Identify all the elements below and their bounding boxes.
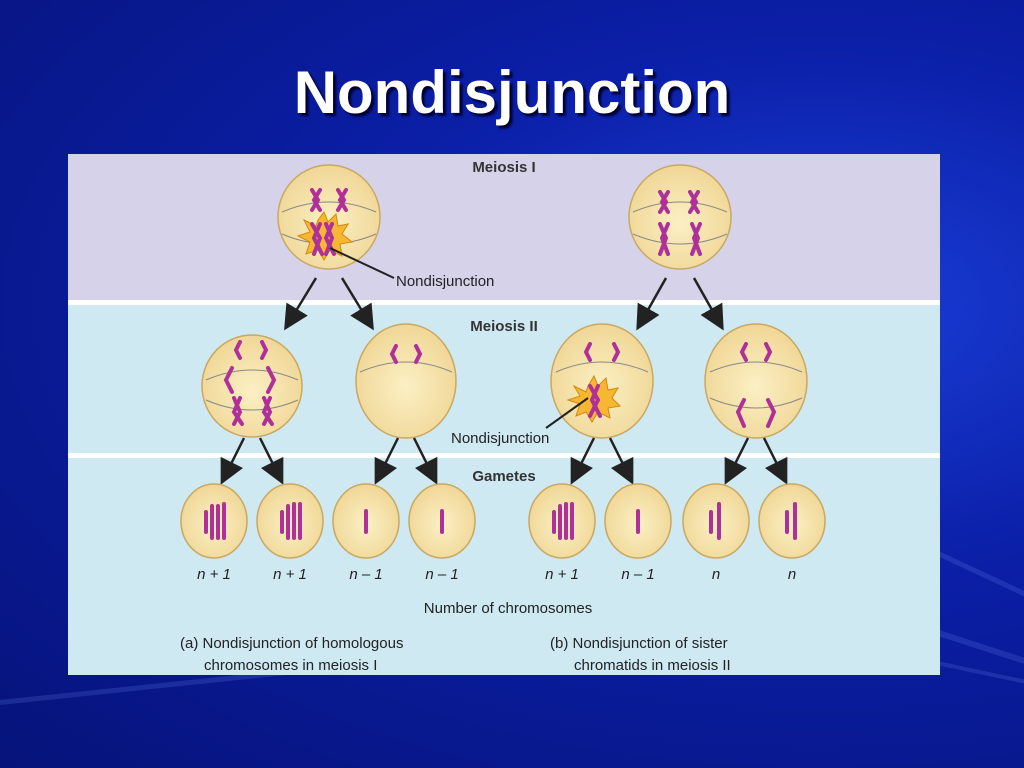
gamete-count-label: n + 1 bbox=[273, 566, 307, 583]
callout-nondisjunction-a: Nondisjunction bbox=[396, 273, 494, 290]
gamete-4 bbox=[408, 483, 476, 559]
gamete-6 bbox=[604, 483, 672, 559]
band-divider bbox=[68, 453, 940, 458]
caption-a-line2: chromosomes in meiosis I bbox=[204, 657, 377, 674]
stage-label-meiosis2: Meiosis II bbox=[470, 318, 538, 335]
diagram-canvas: Meiosis I Meiosis II Gametes bbox=[68, 154, 940, 675]
gamete-8 bbox=[758, 483, 826, 559]
gamete-7 bbox=[682, 483, 750, 559]
gamete-3 bbox=[332, 483, 400, 559]
meiosis2-cell-4 bbox=[704, 323, 808, 439]
gamete-2 bbox=[256, 483, 324, 559]
nondisjunction-diagram: Meiosis I Meiosis II Gametes bbox=[68, 154, 940, 675]
gamete-count-label: n – 1 bbox=[349, 566, 382, 583]
axis-label-number-of-chromosomes: Number of chromosomes bbox=[424, 600, 592, 617]
caption-b-line2: chromatids in meiosis II bbox=[574, 657, 731, 674]
meiosis2-cell-1 bbox=[201, 334, 303, 438]
callout-line bbox=[329, 247, 395, 279]
caption-b-line1: (b) Nondisjunction of sister bbox=[550, 635, 728, 652]
stage-label-gametes: Gametes bbox=[472, 468, 535, 485]
meiosis1-cell-b bbox=[628, 164, 732, 270]
meiosis2-cell-2 bbox=[355, 323, 457, 439]
meiosis1-band bbox=[68, 154, 940, 300]
callout-line bbox=[545, 397, 589, 429]
gamete-count-label: n bbox=[712, 566, 720, 583]
band-divider bbox=[68, 300, 940, 305]
arrows-m1-to-m2 bbox=[284, 277, 724, 331]
callout-nondisjunction-b: Nondisjunction bbox=[451, 430, 549, 447]
stage-label-meiosis1: Meiosis I bbox=[472, 159, 535, 176]
slide-title: Nondisjunction bbox=[293, 59, 731, 126]
chromosome-group bbox=[310, 188, 348, 256]
gamete-count-label: n bbox=[788, 566, 796, 583]
meiosis2-cell-3 bbox=[550, 323, 654, 439]
gamete-count-label: n + 1 bbox=[545, 566, 579, 583]
chromosome-group bbox=[735, 342, 777, 428]
chromosome-group bbox=[583, 342, 621, 418]
chromosome-group bbox=[658, 190, 702, 256]
chromosome-group bbox=[223, 340, 277, 426]
gamete-count-label: n – 1 bbox=[621, 566, 654, 583]
chromosome-group bbox=[389, 344, 423, 364]
gamete-count-label: n + 1 bbox=[197, 566, 231, 583]
meiosis1-cell-a bbox=[277, 164, 381, 270]
gamete-count-label: n – 1 bbox=[425, 566, 458, 583]
arrows-m2-to-gametes bbox=[220, 437, 788, 485]
caption-a-line1: (a) Nondisjunction of homologous bbox=[180, 635, 403, 652]
gamete-5 bbox=[528, 483, 596, 559]
gamete-1 bbox=[180, 483, 248, 559]
